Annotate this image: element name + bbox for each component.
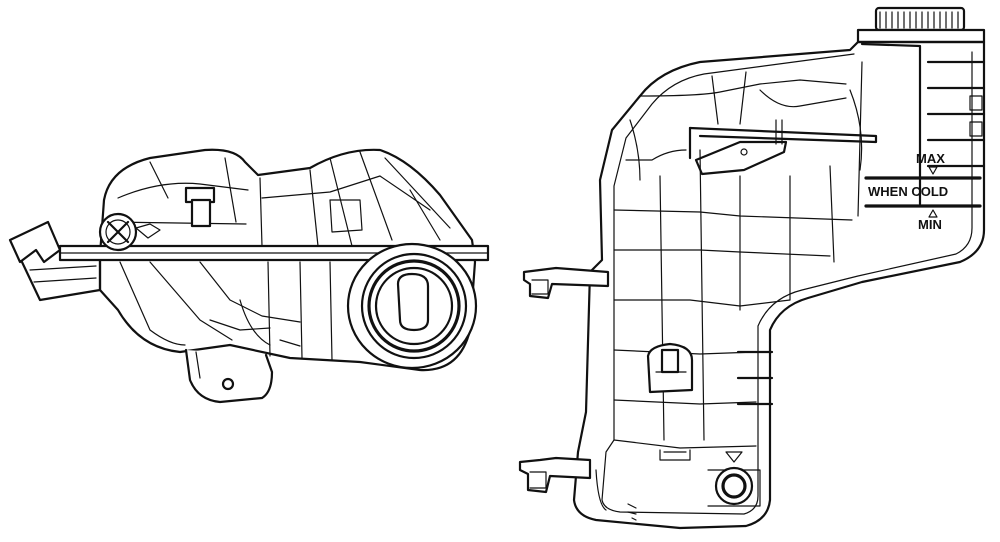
level-sensor-connector [98,212,161,252]
min-arrow-icon [928,209,938,218]
reservoir-front-view: MAX WHEN COLD MIN [518,6,986,530]
max-arrow-icon [928,166,938,175]
level-graduation-marks [864,60,986,208]
side-vent-fitting [184,186,216,228]
when-cold-label: WHEN COLD [868,184,948,199]
filler-cap [856,6,986,44]
outlet-port-side [346,242,478,370]
upper-mounting-clip [522,266,610,300]
drain-port [707,451,761,507]
max-level-label: MAX [916,151,945,166]
side-body-outline [98,148,477,372]
front-body-outline [572,40,986,530]
lower-mounting-tab [184,348,274,404]
internal-bracket [688,119,878,176]
lower-mounting-clip [518,456,592,494]
reservoir-side-view [8,148,490,404]
level-sensor-housing [646,342,694,394]
min-level-label: MIN [918,217,942,232]
